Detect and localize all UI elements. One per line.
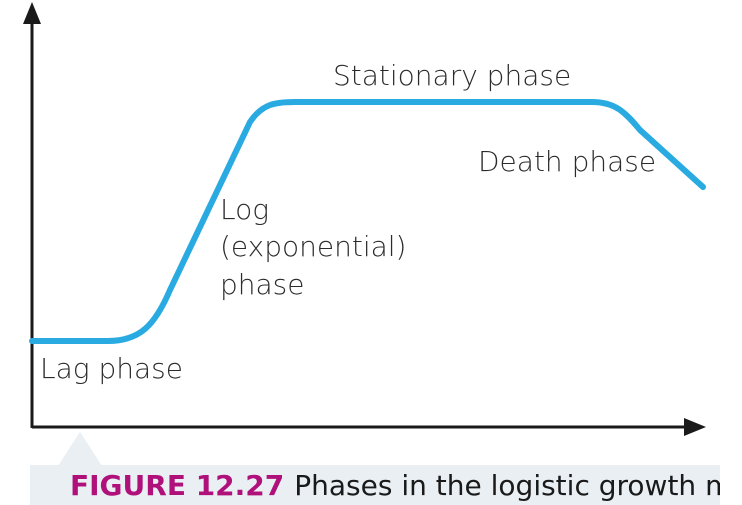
stationary-phase-label: Stationary phase [333, 59, 571, 92]
log-phase-label-line2: (exponential) [220, 230, 406, 263]
figure-caption: FIGURE 12.27 Phases in the logistic growt… [70, 469, 720, 502]
figure-caption-text: Phases in the logistic growth model [294, 469, 720, 502]
death-phase-label: Death phase [478, 145, 656, 178]
y-axis-arrowhead [23, 2, 41, 24]
growth-curve [29, 99, 706, 344]
figure-number: FIGURE 12.27 [70, 469, 285, 502]
log-phase-label-line1: Log [220, 193, 269, 226]
figure-caption-box: FIGURE 12.27 Phases in the logistic growt… [30, 465, 720, 505]
x-axis-arrowhead [684, 418, 706, 436]
lag-phase-label: Lag phase [40, 352, 183, 385]
caption-pointer [58, 432, 102, 466]
log-phase-label-line3: phase [220, 268, 305, 301]
